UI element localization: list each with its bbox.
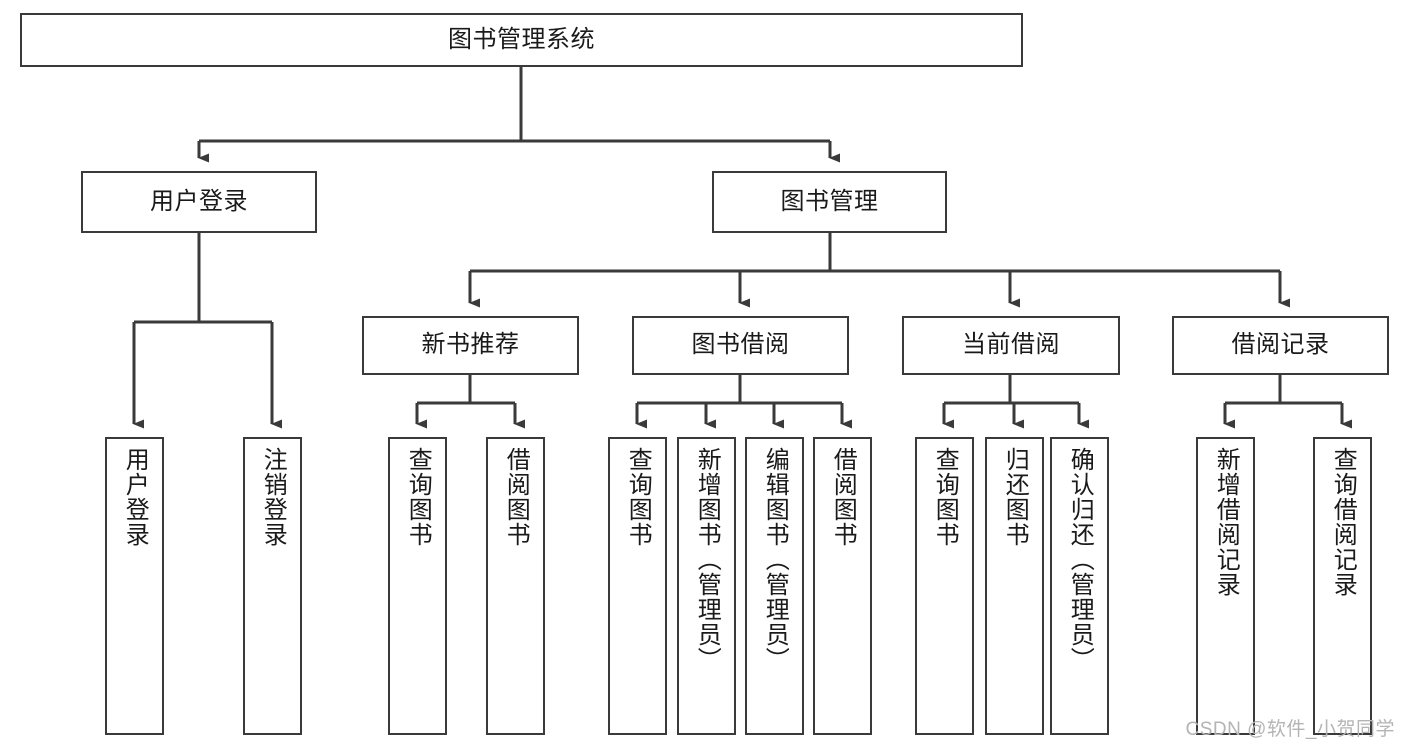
- leaf-query-books-borrow-label: 查询图书: [624, 447, 652, 547]
- leaf-edit-book-admin-label: 编辑图书（管理员）: [761, 447, 789, 672]
- leaf-borrow-books-rec-label: 借阅图书: [502, 447, 530, 547]
- leaf-confirm-return-admin[interactable]: 确认归还（管理员）: [1050, 437, 1109, 735]
- leaf-confirm-return-admin-label: 确认归还（管理员）: [1066, 447, 1094, 672]
- node-book-management-label: 图书管理: [780, 187, 879, 215]
- node-new-book-recommend[interactable]: 新书推荐: [362, 316, 579, 375]
- leaf-query-books-rec[interactable]: 查询图书: [388, 437, 447, 735]
- leaf-return-books-label: 归还图书: [1001, 447, 1029, 547]
- leaf-add-borrow-record-label: 新增借阅记录: [1212, 447, 1240, 597]
- connector-book-borrow-to-leaves: [635, 375, 852, 429]
- node-root-label: 图书管理系统: [448, 25, 595, 53]
- node-book-borrowing[interactable]: 图书借阅: [632, 316, 849, 375]
- leaf-logout-label: 注销登录: [259, 447, 287, 547]
- node-borrowing-records-label: 借阅记录: [1231, 331, 1330, 359]
- connector-user-login-to-leaves: [132, 233, 282, 429]
- leaf-logout[interactable]: 注销登录: [243, 437, 302, 735]
- connector-new-book-rec-to-leaves: [415, 375, 525, 429]
- node-current-borrowing-label: 当前借阅: [962, 331, 1060, 359]
- leaf-query-books-current-label: 查询图书: [931, 447, 959, 547]
- csdn-watermark: CSDN @软件_小贺同学: [1185, 719, 1395, 740]
- leaf-query-books-rec-label: 查询图书: [404, 447, 432, 547]
- leaf-add-book-admin-label: 新增图书（管理员）: [693, 447, 721, 672]
- leaf-query-books-current[interactable]: 查询图书: [915, 437, 974, 735]
- leaf-borrow-books[interactable]: 借阅图书: [813, 437, 872, 735]
- leaf-query-borrow-record[interactable]: 查询借阅记录: [1313, 437, 1372, 735]
- leaf-borrow-books-rec[interactable]: 借阅图书: [486, 437, 545, 735]
- leaf-return-books[interactable]: 归还图书: [985, 437, 1044, 735]
- node-current-borrowing[interactable]: 当前借阅: [902, 316, 1120, 375]
- node-root[interactable]: 图书管理系统: [20, 13, 1023, 67]
- leaf-query-books-borrow[interactable]: 查询图书: [608, 437, 667, 735]
- node-book-borrowing-label: 图书借阅: [691, 331, 790, 359]
- leaf-edit-book-admin[interactable]: 编辑图书（管理员）: [745, 437, 804, 735]
- leaf-add-book-admin[interactable]: 新增图书（管理员）: [677, 437, 736, 735]
- leaf-user-login-label: 用户登录: [121, 447, 149, 547]
- node-borrowing-records[interactable]: 借阅记录: [1172, 316, 1389, 375]
- connector-book-mgmt-to-level3: [468, 233, 1290, 308]
- node-user-login[interactable]: 用户登录: [81, 171, 317, 233]
- connector-current-borrow-to-leaves: [942, 375, 1089, 429]
- connector-root-to-level2: [197, 67, 840, 163]
- connector-borrow-records-to-leaves: [1223, 375, 1352, 429]
- node-book-management[interactable]: 图书管理: [712, 171, 947, 233]
- leaf-query-borrow-record-label: 查询借阅记录: [1329, 447, 1357, 597]
- leaf-user-login[interactable]: 用户登录: [105, 437, 164, 735]
- node-new-book-recommend-label: 新书推荐: [421, 331, 520, 359]
- leaf-add-borrow-record[interactable]: 新增借阅记录: [1196, 437, 1255, 735]
- leaf-borrow-books-label: 借阅图书: [829, 447, 857, 547]
- node-user-login-label: 用户登录: [150, 187, 248, 215]
